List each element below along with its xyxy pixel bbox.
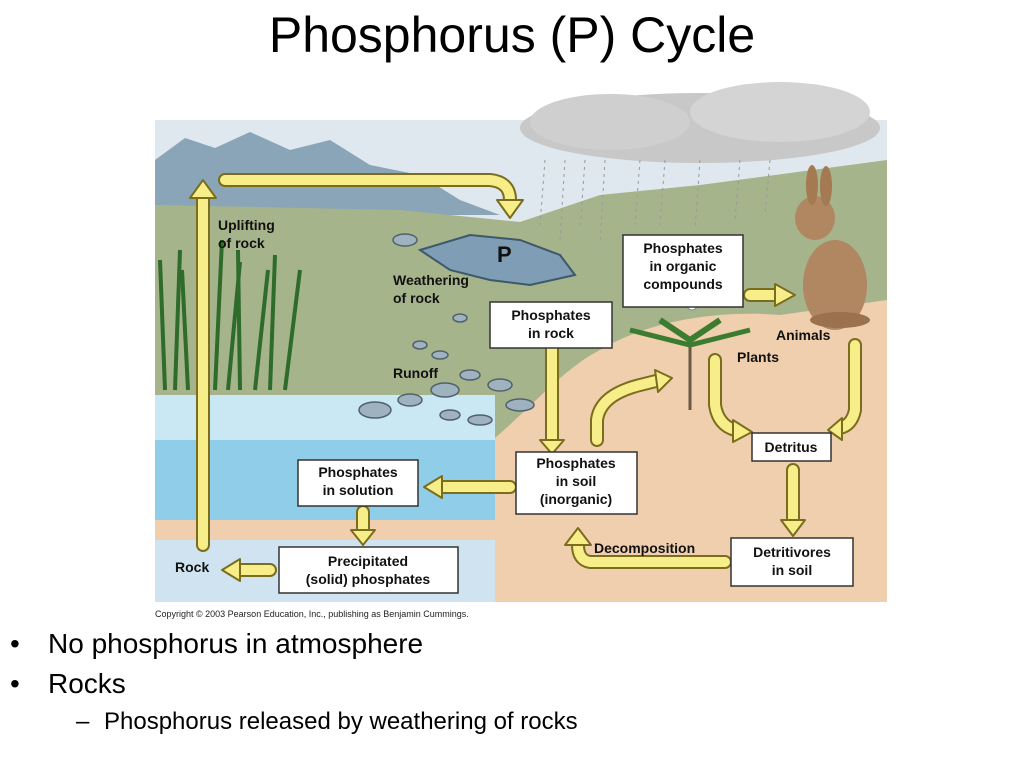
- bullet-text: Rocks: [48, 668, 126, 699]
- box-precipitated-line-1: Precipitated: [328, 553, 408, 569]
- box-rock-line-1: Phosphates: [511, 307, 591, 323]
- box-rock-line-2: in rock: [528, 325, 574, 341]
- box-phosphates-rock: Phosphates in rock: [489, 301, 613, 349]
- slide-title: Phosphorus (P) Cycle: [268, 7, 756, 63]
- plants-label: Plants: [737, 349, 779, 365]
- box-soil-line-2: in soil: [556, 473, 596, 489]
- box-detritus-line-1: Detritus: [765, 439, 818, 455]
- bullet-text: No phosphorus in atmosphere: [48, 628, 424, 659]
- cloud-puff-left: [530, 94, 690, 150]
- reeds: [158, 239, 302, 391]
- bullet-list: • No phosphorus in atmosphere • Rocks –Pho…: [10, 628, 1010, 736]
- bullet-item: • No phosphorus in atmosphere: [10, 628, 1010, 660]
- box-detritus: Detritus: [751, 432, 832, 462]
- box-organic-compounds: Phosphates in organic compounds: [622, 234, 744, 308]
- bullet-marker: •: [10, 668, 20, 699]
- rock-label: Rock: [175, 559, 209, 575]
- uplifting-label: Uplifting of rock: [218, 217, 275, 251]
- box-organic-line-1: Phosphates: [643, 240, 723, 256]
- box-soil-line-1: Phosphates: [536, 455, 616, 471]
- box-detritivores-line-1: Detritivores: [753, 544, 831, 560]
- rabbit-illustration: [795, 165, 870, 330]
- sub-bullet-marker: –: [76, 708, 90, 735]
- box-precipitated-phosphates: Precipitated (solid) phosphates: [278, 546, 459, 594]
- box-organic-line-2: in organic: [650, 258, 717, 274]
- box-detritivores: Detritivores in soil: [730, 537, 854, 587]
- box-solution-line-1: Phosphates: [318, 464, 398, 480]
- phosphorus-symbol: P: [497, 242, 512, 267]
- uplifting-line-2: of rock: [218, 235, 265, 251]
- runoff-stones: [358, 233, 535, 426]
- box-soil-line-3: (inorganic): [540, 491, 612, 507]
- water-surface: [155, 395, 495, 440]
- box-solution-line-2: in solution: [323, 482, 394, 498]
- weathering-line-2: of rock: [393, 290, 440, 306]
- animals-label: Animals: [776, 327, 831, 343]
- box-phosphates-solution: Phosphates in solution: [297, 459, 419, 507]
- box-organic-line-3: compounds: [643, 276, 723, 292]
- box-precipitated-line-2: (solid) phosphates: [306, 571, 431, 587]
- arrowheads: [189, 179, 843, 582]
- sediment-layer: [155, 520, 495, 540]
- uplifting-line-1: Uplifting: [218, 217, 275, 233]
- box-phosphates-soil: Phosphates in soil (inorganic): [515, 451, 638, 515]
- weathering-line-1: Weathering: [393, 272, 469, 288]
- decomposition-label: Decomposition: [594, 540, 695, 556]
- rain-lines: [539, 159, 771, 246]
- phosphorus-cycle-diagram: Uplifting of rock P Weathering of rock R…: [155, 82, 887, 619]
- runoff-label: Runoff: [393, 365, 438, 381]
- bullet-marker: •: [10, 628, 20, 659]
- weathering-label: Weathering of rock: [393, 272, 469, 306]
- arrow-fills: [198, 175, 860, 575]
- box-detritivores-line-2: in soil: [772, 562, 812, 578]
- cloud-puff-right: [690, 82, 870, 142]
- copyright-text: Copyright © 2003 Pearson Education, Inc.…: [155, 609, 469, 619]
- weathering-rock: [417, 233, 577, 287]
- bullet-item: • Rocks: [10, 668, 1010, 700]
- sub-bullet-text: Phosphorus released by weathering of roc…: [104, 708, 578, 735]
- sub-bullet-item: –Phosphorus released by weathering of ro…: [10, 708, 1010, 736]
